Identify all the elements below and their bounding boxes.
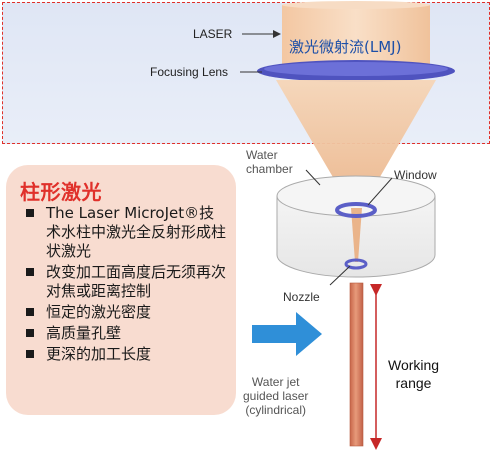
beam-in-chamber: [351, 208, 362, 262]
list-item-text: 改变加工面高度后无须再次对焦或距离控制: [46, 263, 227, 300]
bullet-square-icon: [26, 268, 34, 276]
bullet-square-icon: [26, 209, 34, 217]
lmj-label: 激光微射流(LMJ): [289, 38, 402, 56]
water-chamber-label-line1: Water: [246, 148, 278, 162]
feature-panel: [6, 165, 236, 415]
laser-source: [282, 5, 430, 69]
converging-beam: [276, 80, 436, 208]
window-label: Window: [394, 168, 437, 182]
list-item: The Laser MicroJet®技术水柱中激光全反射形成柱状激光: [24, 204, 229, 261]
list-item: 更深的加工长度: [24, 345, 229, 364]
bullet-square-icon: [26, 350, 34, 358]
laser-label: LASER: [193, 27, 233, 41]
water-chamber-label: Water chamber: [246, 148, 293, 176]
laser-top: [282, 1, 430, 9]
focusing-lens-label: Focusing Lens: [150, 65, 229, 79]
water-jet-label-line3: (cylindrical): [245, 403, 307, 417]
chamber-pointer-line: [305, 169, 321, 186]
list-item-text: 高质量孔壁: [46, 324, 122, 342]
list-item: 改变加工面高度后无须再次对焦或距离控制: [24, 263, 229, 301]
water-jet-label: Water jet guided laser (cylindrical): [243, 375, 308, 417]
nozzle-pointer-line: [329, 265, 351, 286]
water-jet-label-line1: Water jet: [251, 375, 300, 389]
nozzle-ring: [344, 258, 368, 270]
water-jet-label-line2: guided laser: [243, 389, 309, 403]
working-range-label-line2: range: [395, 375, 432, 391]
window-pointer-line: [367, 177, 393, 206]
water-jet-column: [349, 282, 364, 447]
feature-list: The Laser MicroJet®技术水柱中激光全反射形成柱状激光 改变加工…: [24, 204, 229, 366]
blue-direction-arrow: [252, 312, 322, 356]
list-item: 恒定的激光密度: [24, 303, 229, 322]
panel-title: 柱形激光: [20, 180, 102, 204]
water-chamber-label-line2: chamber: [246, 162, 293, 176]
list-item: 高质量孔壁: [24, 324, 229, 343]
bullet-square-icon: [26, 329, 34, 337]
bullet-square-icon: [26, 308, 34, 316]
window-ring: [335, 202, 377, 218]
working-range-label-line1: Working: [388, 357, 440, 373]
focusing-lens-top: [264, 62, 448, 76]
list-item-text: 恒定的激光密度: [46, 303, 152, 321]
working-range-label: Working range: [388, 356, 439, 392]
list-item-text: 更深的加工长度: [46, 345, 152, 363]
nozzle-label: Nozzle: [283, 290, 320, 304]
list-item-text: The Laser MicroJet®技术水柱中激光全反射形成柱状激光: [46, 204, 227, 260]
